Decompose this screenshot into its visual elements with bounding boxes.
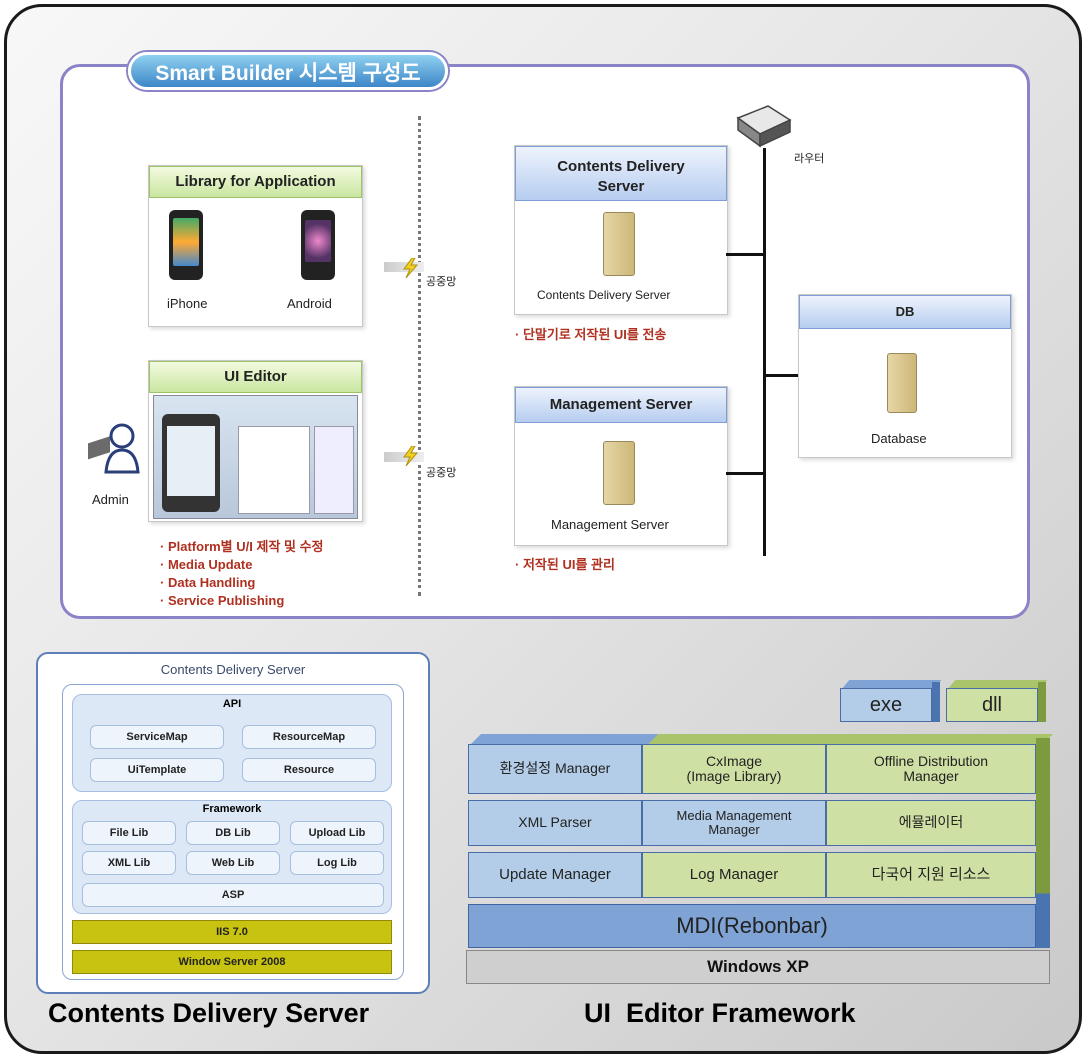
fw-cell: XML Parser <box>468 800 642 846</box>
cds-header: Contents Delivery Server <box>515 146 727 201</box>
ui-fw-caption: UI Editor Framework <box>584 998 856 1028</box>
ui-editor-screenshot <box>153 395 358 519</box>
server-image <box>603 212 635 276</box>
feature-item: Data Handling <box>160 574 324 592</box>
feature-item: Platform별 U/I 제작 및 수정 <box>160 538 324 556</box>
android-label: Android <box>287 296 332 311</box>
dll-block-top <box>948 680 1048 688</box>
exe-block-side <box>932 682 940 722</box>
asp-item: ASP <box>82 883 384 907</box>
api-item: Resource <box>242 758 376 782</box>
api-item: ResourceMap <box>242 725 376 749</box>
fw-cell: 다국어 지원 리소스 <box>826 852 1036 898</box>
exe-block-top <box>842 680 942 688</box>
iphone-image <box>169 210 203 280</box>
network-link-1 <box>384 262 424 272</box>
link-mgmt <box>726 472 764 475</box>
iis-layer: IIS 7.0 <box>72 920 392 944</box>
db-label: Database <box>871 431 927 446</box>
admin-icon <box>88 423 140 474</box>
lightning-icon <box>403 446 419 466</box>
mgmt-note-text: 저작된 UI를 관리 <box>522 557 615 572</box>
fw-cell: Offline Distribution Manager <box>826 744 1036 794</box>
framework-title: Framework <box>202 803 262 815</box>
cds-box: Contents Delivery Server Contents Delive… <box>514 145 728 315</box>
cds-note-text: 단말기로 저작된 UI를 전송 <box>522 327 667 342</box>
public-network-label-2: 공중망 <box>426 467 457 479</box>
fw-cell: Log Manager <box>642 852 826 898</box>
iphone-label: iPhone <box>167 296 208 311</box>
stack-side <box>1036 738 1050 948</box>
ui-editor-features: Platform별 U/I 제작 및 수정 Media Update Data … <box>160 538 324 610</box>
cds-detail-inner <box>62 684 404 980</box>
server-image <box>603 441 635 505</box>
feature-item: Service Publishing <box>160 592 324 610</box>
fw-cell: CxImage (Image Library) <box>642 744 826 794</box>
cds-caption: Contents Delivery Server <box>48 998 370 1028</box>
library-box: Library for Application iPhone Android <box>148 165 363 327</box>
framework-item: Web Lib <box>186 851 280 875</box>
exe-block: exe <box>840 688 932 722</box>
dll-block: dll <box>946 688 1038 722</box>
admin-label: Admin <box>92 492 129 507</box>
link-cds <box>726 253 764 256</box>
db-box: DB Database <box>798 294 1012 458</box>
mgmt-label: Management Server <box>551 517 669 532</box>
framework-item: DB Lib <box>186 821 280 845</box>
api-item: UiTemplate <box>90 758 224 782</box>
db-header: DB <box>799 295 1011 329</box>
fw-cell: Update Manager <box>468 852 642 898</box>
fw-cell: Media Management Manager <box>642 800 826 846</box>
library-header: Library for Application <box>149 166 362 198</box>
database-image <box>887 353 917 413</box>
api-title: API <box>222 698 242 710</box>
framework-item: Log Lib <box>290 851 384 875</box>
cds-detail-title: Contents Delivery Server <box>160 662 306 677</box>
mgmt-header: Management Server <box>515 387 727 423</box>
os-layer: Window Server 2008 <box>72 950 392 974</box>
router-label: 라우터 <box>794 153 825 165</box>
dll-block-side <box>1038 682 1046 722</box>
framework-item: XML Lib <box>82 851 176 875</box>
android-image <box>301 210 335 280</box>
feature-item: Media Update <box>160 556 324 574</box>
api-item: ServiceMap <box>90 725 224 749</box>
framework-item: File Lib <box>82 821 176 845</box>
fw-cell: 환경설정 Manager <box>468 744 642 794</box>
mdi-layer: MDI(Rebonbar) <box>468 904 1036 948</box>
os-xp-layer: Windows XP <box>466 950 1050 984</box>
mgmt-note: · 저작된 UI를 관리 <box>515 557 615 572</box>
fw-cell: 에뮬레이터 <box>826 800 1036 846</box>
backbone-line <box>763 148 766 556</box>
public-network-label-1: 공중망 <box>426 276 457 288</box>
cds-note: · 단말기로 저작된 UI를 전송 <box>515 327 667 342</box>
framework-item: Upload Lib <box>290 821 384 845</box>
lightning-icon <box>403 258 419 278</box>
mgmt-box: Management Server Management Server <box>514 386 728 546</box>
stack-top <box>471 734 1053 744</box>
cds-label: Contents Delivery Server <box>537 288 671 302</box>
router-icon <box>736 105 792 148</box>
network-divider <box>418 116 421 596</box>
link-db <box>764 374 798 377</box>
ui-editor-box: UI Editor <box>148 360 363 522</box>
diagram-title: Smart Builder 시스템 구성도 <box>128 52 448 90</box>
ui-editor-header: UI Editor <box>149 361 362 393</box>
